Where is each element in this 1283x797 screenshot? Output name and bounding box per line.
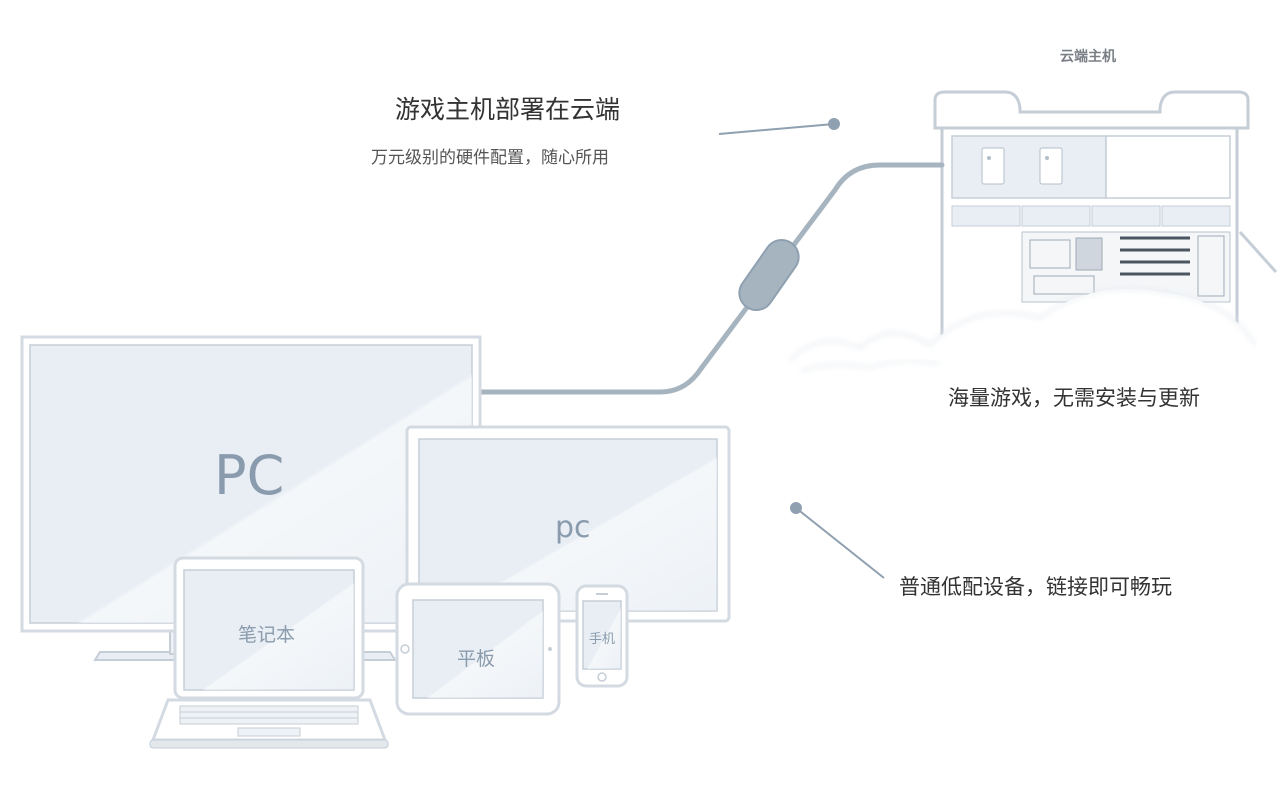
headline-title: 游戏主机部署在云端	[395, 95, 621, 124]
laptop	[149, 556, 389, 749]
network-cable	[477, 162, 945, 395]
feature-cloud-games: 海量游戏，无需安装与更新	[948, 386, 1200, 410]
feature-low-spec-devices: 普通低配设备，链接即可畅玩	[899, 575, 1172, 599]
callout-devices	[790, 502, 885, 579]
server-label: 云端主机	[1060, 49, 1116, 65]
cloud	[789, 288, 1283, 420]
headline-subtitle: 万元级别的硬件配置，随心所用	[371, 148, 609, 168]
callout-headline	[718, 118, 840, 135]
tablet-label: 平板	[457, 648, 496, 670]
monitor-small-label: pc	[555, 510, 591, 545]
tablet	[395, 582, 561, 716]
phone-label: 手机	[589, 632, 616, 647]
monitor-small	[405, 425, 731, 623]
phone	[575, 584, 629, 688]
monitor-large-label: PC	[214, 444, 285, 507]
laptop-label: 笔记本	[238, 624, 296, 646]
